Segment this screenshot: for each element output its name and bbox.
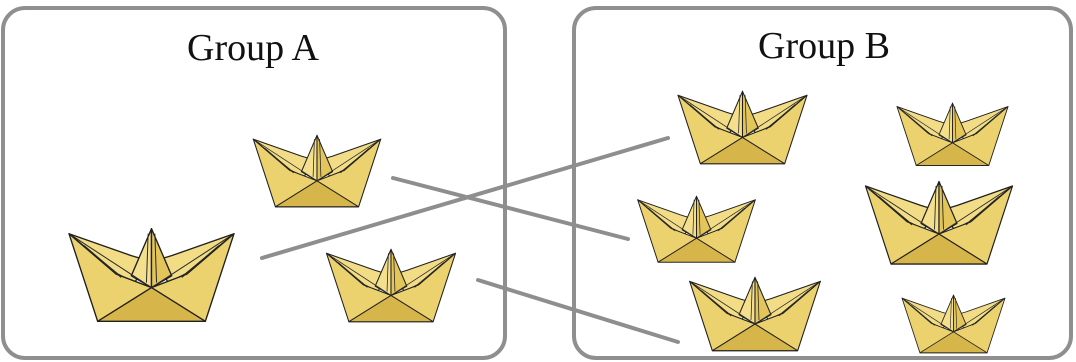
group-b-boat-3: [637, 195, 756, 263]
group-b-frame: [572, 6, 1073, 360]
group-b-boat-5: [688, 276, 822, 352]
group-b-boat-1: [677, 90, 808, 165]
group-b-boat-6: [901, 294, 1006, 354]
group-a-boat-1: [252, 134, 382, 208]
connector-line: [476, 278, 680, 344]
group-b-title: Group B: [758, 25, 890, 67]
group-a-title: Group A: [187, 27, 320, 69]
group-b-boat-2: [896, 102, 1009, 167]
group-a-boat-3: [325, 248, 457, 323]
group-a-boat-2: [68, 227, 235, 323]
group-b-boat-4: [864, 180, 1014, 265]
connector-line: [391, 176, 630, 241]
